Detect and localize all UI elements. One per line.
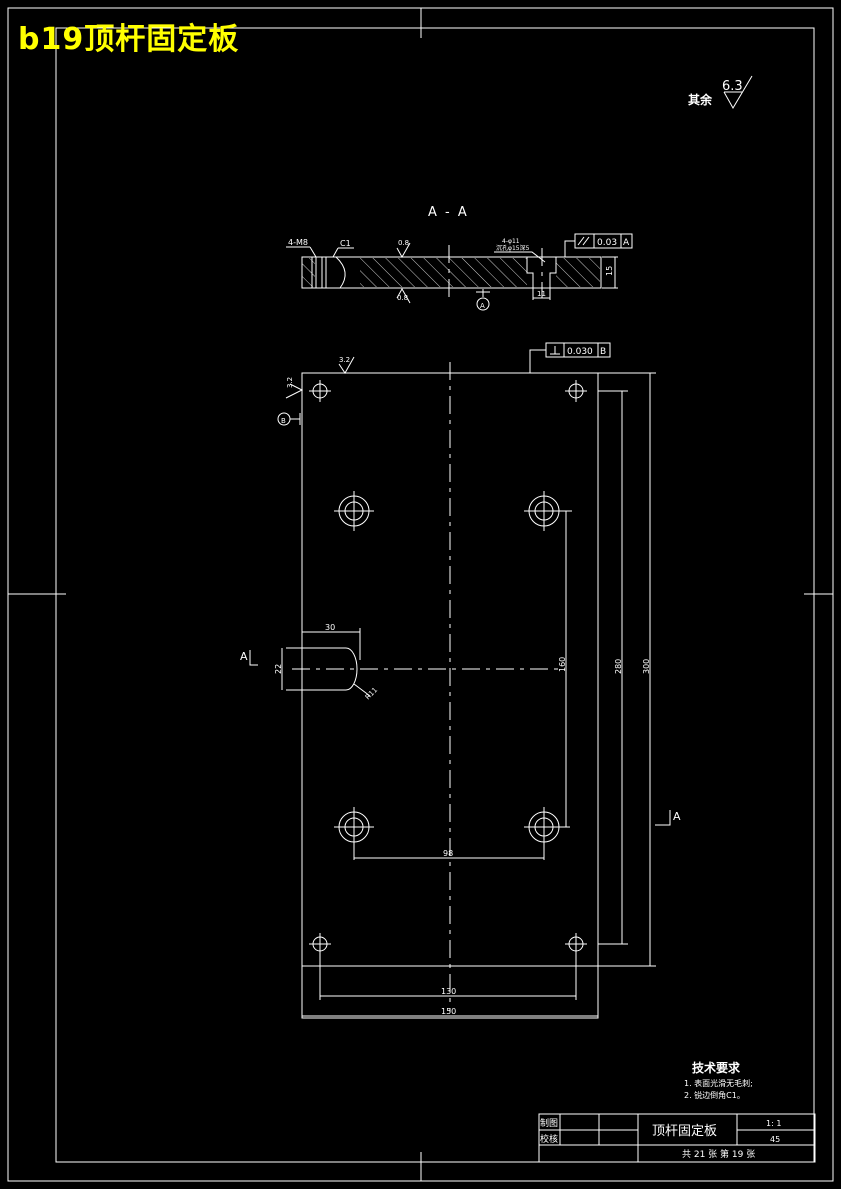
roughness-symbol (723, 75, 753, 109)
tb-scale: 1: 1 (766, 1119, 781, 1128)
dim-280: 280 (614, 659, 623, 674)
cb-hole-bl (334, 807, 374, 860)
dim-slot-w: 22 (274, 664, 283, 674)
section-hole-note-2: 沉孔φ15深5 (496, 244, 530, 252)
parallel-tol-value: 0.03 (597, 238, 617, 248)
tech-req-item-2: 2. 锐边倒角C1。 (684, 1090, 745, 1100)
plan-rough-left: 3.2 (286, 377, 294, 388)
perp-tol-datum: B (600, 347, 606, 357)
outer-frame (7, 7, 834, 1182)
dim-98: 98 (443, 849, 453, 858)
roughness-note-value: 6.3 (722, 79, 743, 94)
corner-hole-bl (309, 933, 331, 955)
parallel-tol-datum: A (623, 238, 630, 248)
tb-sheet-info: 共 21 张 第 19 张 (682, 1148, 755, 1160)
tech-req-heading: 技术要求 (692, 1060, 741, 1075)
section-title: A - A (428, 205, 469, 220)
tb-checked-label: 校核 (540, 1133, 558, 1145)
section-mark-right: A (673, 810, 681, 823)
dim-150: 150 (441, 1007, 456, 1016)
plan-datum: B (281, 417, 286, 425)
tb-part-name: 顶杆固定板 (652, 1124, 717, 1139)
plan-rough-top: 3.2 (339, 356, 350, 364)
dim-130: 130 (441, 987, 456, 996)
tb-drawn-label: 制图 (540, 1117, 558, 1129)
section-chamfer: C1 (340, 239, 351, 248)
page-title: b19顶杆固定板 (18, 22, 240, 57)
cb-hole-tl (334, 491, 374, 531)
section-view: A - A 4-M8 C1 0.8 0.8 4-φ11 沉孔φ15深5 15 (286, 205, 633, 311)
tb-material: 45 (770, 1135, 780, 1144)
corner-hole-tl (309, 380, 331, 402)
plan-view: 22 30 R11 A A 160 280 300 98 130 150 3.2… (240, 342, 681, 1019)
section-hole-note-1: 4-φ11 (502, 238, 520, 245)
inner-frame (55, 27, 815, 1163)
dim-160: 160 (558, 657, 567, 672)
section-thread: 4-M8 (288, 238, 308, 247)
dim-slot-len: 30 (325, 623, 335, 632)
section-rough-top: 0.8 (398, 239, 409, 247)
dim-slot-r: R11 (364, 686, 379, 701)
section-rough-bottom: 0.8 (397, 294, 408, 302)
corner-hole-br (565, 933, 587, 955)
perp-tol-value: 0.030 (567, 347, 593, 357)
corner-hole-tr (565, 380, 587, 402)
section-mark-left: A (240, 650, 248, 663)
section-thickness: 15 (605, 266, 614, 276)
section-datum: A (480, 302, 485, 310)
section-cb-depth: 11 (537, 290, 546, 298)
dim-300: 300 (642, 659, 651, 674)
cb-hole-br (524, 807, 570, 860)
slot (302, 647, 358, 691)
roughness-note-label: 其余 (688, 92, 713, 107)
section-datum-circle (476, 297, 490, 311)
tech-req-item-1: 1. 表面光滑无毛刺; (684, 1078, 753, 1088)
title-block: 制图 校核 顶杆固定板 1: 1 45 共 21 张 第 19 张 (538, 1113, 816, 1163)
